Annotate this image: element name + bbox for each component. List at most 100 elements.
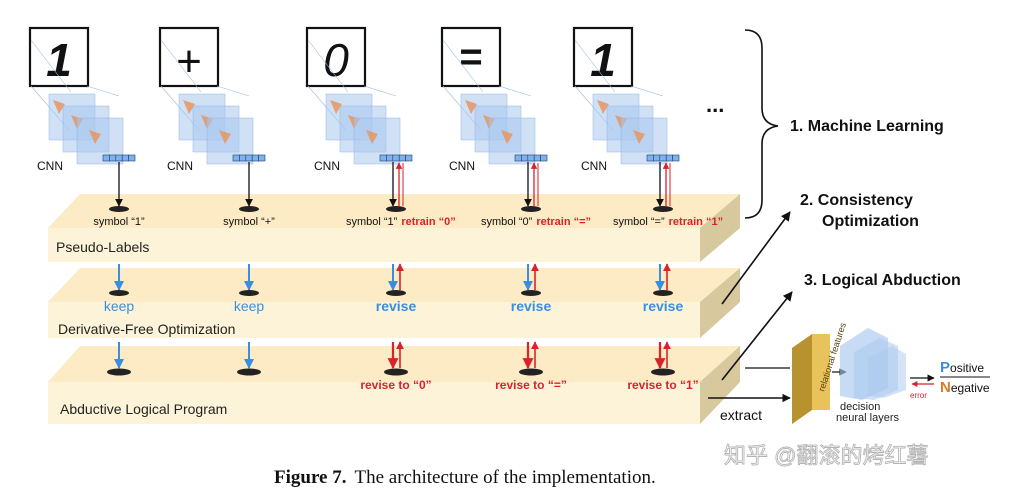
- decision-layers-line1: decision: [840, 401, 880, 413]
- cnn-output-cell: [514, 154, 522, 162]
- cnn-feature-map: [76, 117, 124, 165]
- layer-derivative-free-optimization: Derivative-Free Optimization: [48, 268, 740, 338]
- cnn-output-cell: [386, 154, 394, 162]
- features-front: [812, 334, 830, 410]
- cnn-receptive-field: [330, 100, 342, 114]
- digit-column: + CNN symbol “+” keep: [158, 26, 275, 376]
- layer-label-pseudo-labels: Pseudo-Labels: [56, 239, 149, 255]
- cnn-label: CNN: [449, 159, 475, 173]
- stage-machine-learning: 1. Machine Learning: [790, 118, 944, 135]
- pseudo-label-node: [109, 206, 129, 212]
- figure-caption: Figure 7.The architecture of the impleme…: [274, 467, 656, 488]
- cnn-output-cell: [540, 154, 548, 162]
- cnn-output-cell: [121, 154, 129, 162]
- pseudo-label-text: symbol “0”retrain “=”: [481, 216, 591, 228]
- abduction-revise-label: revise to “=”: [495, 378, 567, 392]
- handwritten-digit: 1: [46, 34, 72, 86]
- cnn-output-cell: [405, 154, 413, 162]
- layer-pseudo-labels: Pseudo-Labels: [48, 194, 740, 262]
- abduction-node: [107, 368, 131, 376]
- projection-line: [363, 85, 397, 97]
- cnn-output-cell: [251, 154, 259, 162]
- stage-consistency-line2: Optimization: [822, 213, 919, 230]
- abduction-node: [384, 368, 408, 376]
- abduction-arrow: [721, 291, 793, 381]
- cnn-output-cell: [665, 154, 673, 162]
- layer-side-face: [700, 346, 740, 424]
- layer-label-derivative-free: Derivative-Free Optimization: [58, 321, 235, 337]
- dfo-node: [109, 290, 129, 296]
- digit-image-box: [28, 26, 90, 88]
- machine-learning-brace: [744, 29, 779, 219]
- dfo-action-label: keep: [234, 298, 265, 314]
- projection-line: [574, 39, 616, 93]
- dfo-node: [386, 290, 406, 296]
- cnn-output-cell: [128, 154, 136, 162]
- cnn-output-cell: [527, 154, 535, 162]
- cnn-output-cell: [533, 154, 541, 162]
- pseudo-label-node: [239, 206, 259, 212]
- pseudo-label-text: symbol “1”retrain “0”: [346, 216, 456, 228]
- projection-line: [86, 85, 120, 97]
- layer-side-face: [700, 268, 740, 338]
- positive-label: Positive: [940, 359, 984, 376]
- layer-front-face: [48, 382, 700, 424]
- dfo-action-label: keep: [104, 298, 135, 314]
- projection-line: [442, 39, 484, 93]
- cnn-output-cell: [239, 154, 247, 162]
- features-side: [792, 334, 812, 424]
- dfo-node: [653, 290, 673, 296]
- cnn-receptive-field: [597, 100, 609, 114]
- layer-side-face: [700, 194, 740, 262]
- dfo-action-label: revise: [643, 298, 684, 314]
- cnn-label: CNN: [314, 159, 340, 173]
- projection-line: [216, 85, 250, 97]
- abduction-node: [651, 368, 675, 376]
- pseudo-label-node: [653, 206, 673, 212]
- cnn-receptive-field: [465, 100, 477, 114]
- cnn-output-cell: [379, 154, 387, 162]
- cnn-output-cell: [102, 154, 110, 162]
- cnn-output-cell: [232, 154, 240, 162]
- projection-line: [498, 85, 532, 97]
- retrain-label: retrain “1”: [669, 216, 723, 228]
- handwritten-digit: 1: [590, 34, 616, 86]
- cnn-label: CNN: [167, 159, 193, 173]
- ellipsis: ...: [706, 92, 724, 117]
- cnn-output-cell: [646, 154, 654, 162]
- negative-label: Negative: [940, 379, 990, 396]
- cnn-output-cell: [115, 154, 123, 162]
- cnn-label: CNN: [581, 159, 607, 173]
- cnn-output-cell: [258, 154, 266, 162]
- abduction-revise-label: revise to “1”: [627, 378, 698, 392]
- handwritten-digit: =: [459, 35, 482, 79]
- abduction-node: [519, 368, 543, 376]
- cnn-label: CNN: [37, 159, 63, 173]
- pseudo-label-node: [386, 206, 406, 212]
- dfo-node: [521, 290, 541, 296]
- abduction-node: [237, 368, 261, 376]
- projection-line: [30, 39, 72, 93]
- pseudo-label-node: [521, 206, 541, 212]
- dfo-node: [239, 290, 259, 296]
- layer-front-face: [48, 228, 700, 262]
- cnn-output-cell: [521, 154, 529, 162]
- decision-layers-line2: neural layers: [836, 412, 899, 424]
- stage-logical-abduction: 3. Logical Abduction: [804, 272, 961, 289]
- decision-layer: [868, 346, 906, 398]
- cnn-output-cell: [398, 154, 406, 162]
- consistency-arrow: [721, 211, 791, 305]
- cnn-output-cell: [109, 154, 117, 162]
- abduction-revise-label: revise to “0”: [360, 378, 431, 392]
- pseudo-label-text: symbol “=”retrain “1”: [613, 216, 723, 228]
- projection-line: [160, 39, 202, 93]
- dfo-action-label: revise: [376, 298, 417, 314]
- handwritten-digit: +: [176, 37, 202, 86]
- cnn-receptive-field: [366, 130, 378, 144]
- pseudo-label-text: symbol “+”: [223, 216, 275, 228]
